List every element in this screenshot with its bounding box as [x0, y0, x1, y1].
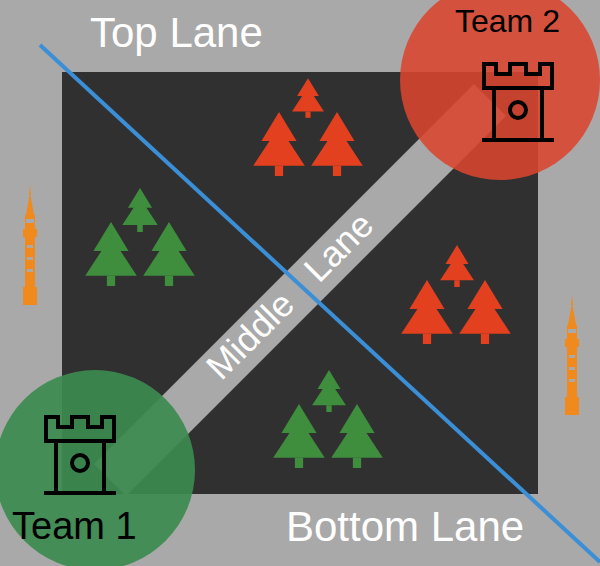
lane-label: Bottom Lane: [286, 506, 524, 548]
team-label: Team 1: [12, 507, 137, 545]
team-base-circle: Team 1: [0, 370, 195, 566]
lane-label: Top Lane: [90, 12, 263, 54]
team-base-circle: Team 2: [400, 0, 600, 180]
team-label: Team 2: [455, 5, 560, 37]
